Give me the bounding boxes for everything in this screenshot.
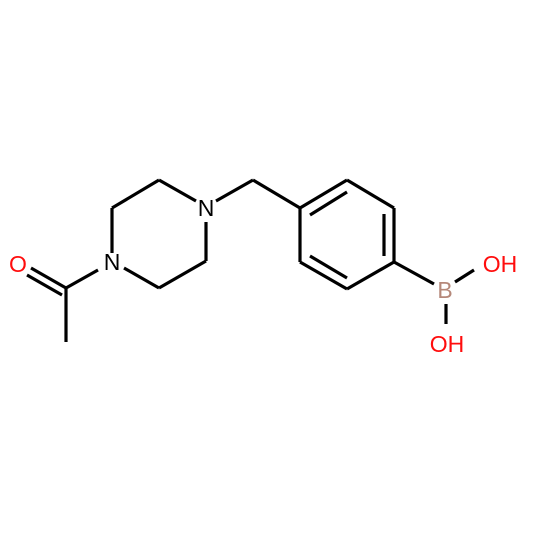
benzene-bond-2 [346,178,395,210]
ring-bond-c6-n1 [123,266,160,290]
benzene-bond-1 [299,178,348,210]
atom-label-boron: B [437,277,452,303]
carbonyl-n-bond [65,268,99,290]
ch2-aryl-bond [252,178,301,210]
benzene-inner-bond-1 [309,190,348,217]
boron-oh-bond-1 [454,268,475,284]
atom-label-piperazine-n4: N [198,195,215,221]
atom-label-ketone-oxygen: O [9,251,27,277]
benzene-inner-bond-3 [309,254,348,280]
carbonyl-double-bond-a [30,266,67,290]
benzene-bond-4 [346,260,395,291]
ring-bond-c3-n4 [158,178,197,203]
ring-bond-c5-c6 [158,259,207,290]
benzene-bond-5 [299,260,348,291]
atom-label-hydroxyl-2: OH [430,331,465,357]
atom-label-hydroxyl-1: OH [483,251,518,277]
atom-label-piperazine-n1: N [104,249,121,275]
ring-bond-c2-c3 [111,178,160,210]
carbonyl-double-bond-b [26,273,63,297]
aryl-boron-bond [393,260,435,286]
n-ch2-bond [215,178,254,203]
